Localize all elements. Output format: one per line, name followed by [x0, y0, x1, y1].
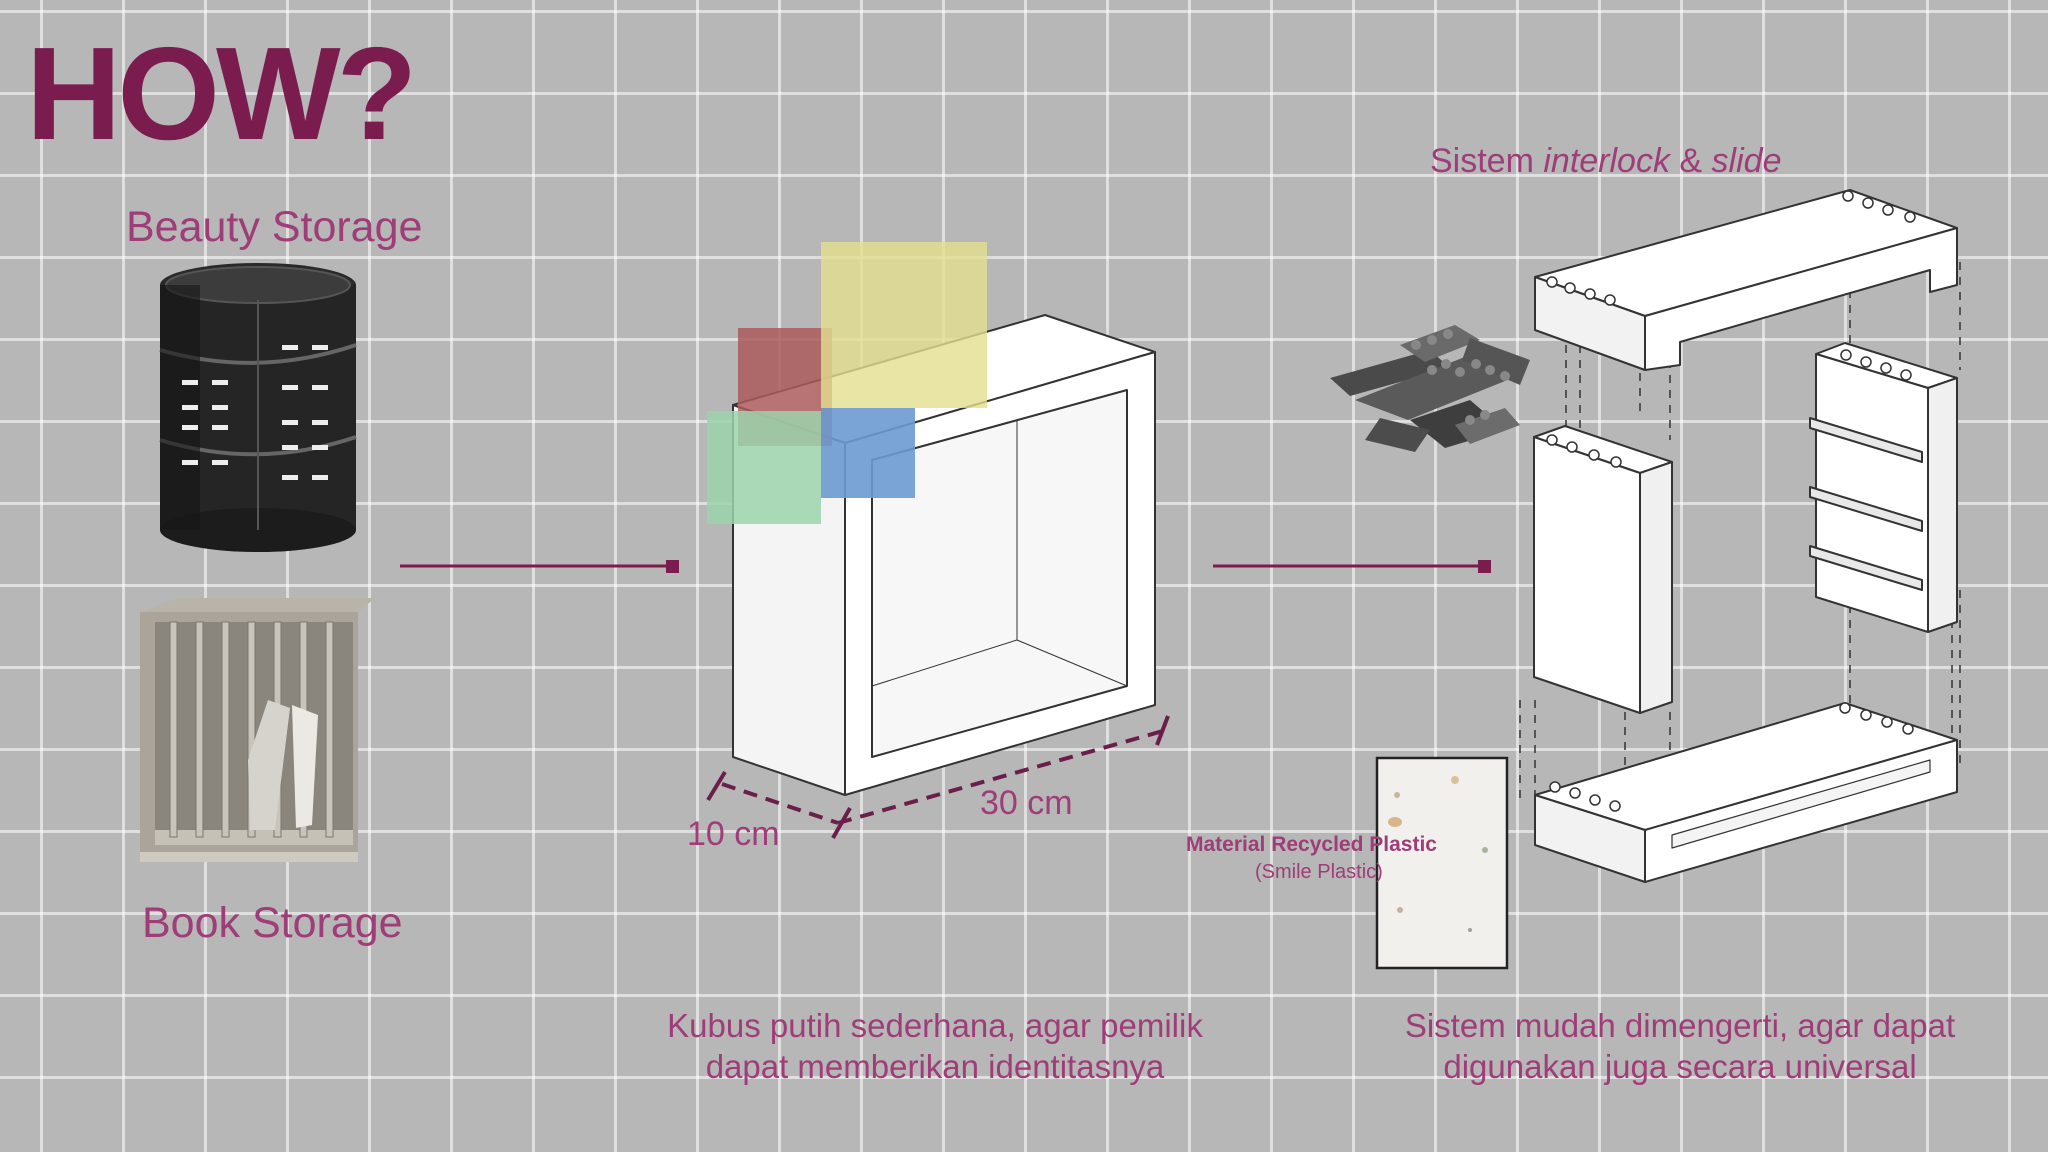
- system-caption-line1: Sistem mudah dimengerti, agar dapat: [1404, 1007, 1956, 1044]
- arrow-left-to-cube: [400, 560, 679, 573]
- book-storage-image: [140, 598, 375, 862]
- interlock-system-drawing: [1519, 189, 1961, 883]
- cube-caption-line1: Kubus putih sederhana, agar pemilik: [667, 1007, 1203, 1044]
- width-dimension-label: 30 cm: [980, 784, 1073, 822]
- beauty-storage-label: Beauty Storage: [126, 203, 423, 251]
- beauty-storage-image: [159, 263, 357, 552]
- depth-dimension-label: 10 cm: [687, 815, 780, 853]
- lego-bricks-image: [1330, 325, 1530, 452]
- cube-caption-line2: dapat memberikan identitasnya: [705, 1048, 1165, 1085]
- system-label-slide: slide: [1711, 142, 1782, 180]
- swatch-blue: [821, 408, 915, 498]
- system-caption: Sistem mudah dimengerti, agar dapat digu…: [1360, 1005, 2000, 1087]
- system-label: Sistem interlock & slide: [1430, 144, 1781, 178]
- swatch-yellow: [821, 242, 987, 408]
- page-title: HOW?: [26, 20, 417, 167]
- system-label-amp: &: [1669, 142, 1712, 180]
- color-swatches: [707, 242, 987, 524]
- material-title: Material Recycled Plastic: [1186, 833, 1437, 856]
- book-storage-label: Book Storage: [142, 899, 403, 947]
- system-label-prefix: Sistem: [1430, 142, 1544, 180]
- dimension-lines: [706, 715, 1170, 839]
- swatch-green: [707, 411, 821, 524]
- material-subtitle: (Smile Plastic): [1255, 861, 1383, 883]
- system-caption-line2: digunakan juga secara universal: [1443, 1048, 1917, 1085]
- arrow-cube-to-system: [1213, 560, 1491, 573]
- system-label-interlock: interlock: [1543, 142, 1670, 180]
- material-sample-image: [1375, 756, 1509, 970]
- cube-caption: Kubus putih sederhana, agar pemilik dapa…: [620, 1005, 1250, 1087]
